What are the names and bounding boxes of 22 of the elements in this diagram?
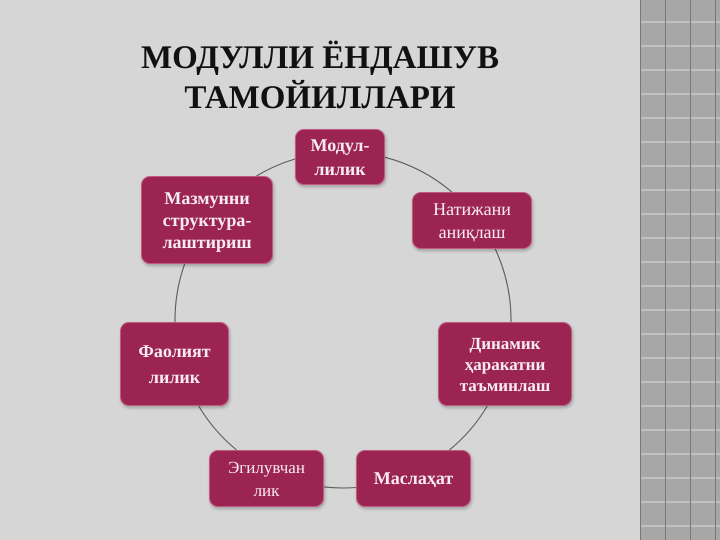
principle-text: Модул- лилик (310, 134, 370, 181)
principle-card (412, 192, 532, 249)
connector-arc (324, 486, 356, 489)
connector-arc (384, 156, 452, 192)
principle-text: Фаолият лилик (137, 340, 212, 389)
principle-card (120, 322, 229, 406)
connector-arc (256, 158, 296, 176)
connector-arc (449, 406, 488, 450)
principle-card (141, 176, 273, 264)
title: МОДУЛЛИ ЁНДАШУВ ТАМОЙИЛЛАРИ (140, 39, 500, 118)
principle-card (438, 322, 572, 406)
connector-arc (494, 248, 512, 322)
connector-arc (198, 406, 237, 450)
principle-card (356, 450, 471, 507)
principle-card (295, 129, 385, 185)
principle-text: Динамик ҳаракатни таъминлаш (458, 332, 552, 396)
principle-text: Маслаҳат (374, 467, 454, 490)
principle-text: Мазмунни структура- лаштириш (161, 187, 253, 253)
principle-card (209, 450, 324, 507)
principle-text: Эгилувчан лик (227, 456, 306, 502)
connector-arc (174, 264, 186, 322)
principle-text: Натижани аниқлаш (432, 198, 512, 244)
